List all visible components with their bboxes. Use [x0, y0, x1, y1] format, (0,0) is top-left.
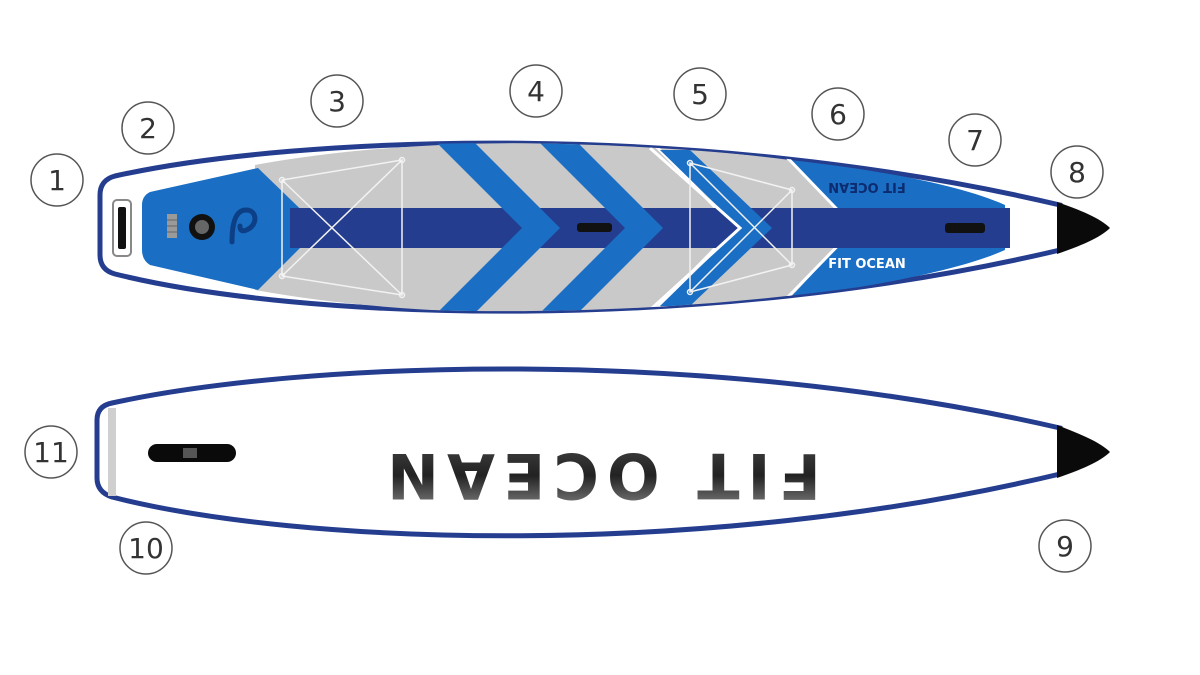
callout-11: 11 [24, 425, 78, 479]
bungee-cords-rear [278, 156, 406, 299]
callout-number: 3 [328, 85, 346, 118]
callout-number: 9 [1056, 530, 1074, 563]
nose-tip-bottom [1057, 425, 1110, 478]
callout-number: 5 [691, 78, 709, 111]
brand-text-upside-down: FIT OCEAN [828, 179, 906, 194]
callout-circle [24, 425, 78, 479]
chevron-3 [660, 150, 772, 306]
brand-logo-icon [229, 207, 258, 245]
callout-number: 10 [128, 532, 164, 565]
callout-2: 2 [121, 101, 175, 155]
chevron-1 [432, 143, 560, 312]
callout-5: 5 [673, 67, 727, 121]
callout-number: 7 [966, 124, 984, 157]
callout-circle [119, 521, 173, 575]
board-bottom-view: FIT OCEAN [94, 366, 1110, 539]
tail-handle [112, 199, 132, 257]
fin-box [148, 444, 236, 462]
callout-9: 9 [1038, 519, 1092, 573]
brand-text-top: FIT OCEAN [828, 257, 906, 272]
board-bottom-outline [94, 366, 1063, 539]
leash-plug [167, 214, 177, 238]
callout-3: 3 [310, 74, 364, 128]
callout-markers: 1 2 3 4 5 6 7 8 9 10 11 [24, 64, 1104, 575]
callout-number: 1 [48, 164, 66, 197]
board-top-view: FIT OCEAN FIT OCEAN [97, 140, 1110, 314]
tail-edge-strip [108, 408, 116, 496]
callout-7: 7 [948, 113, 1002, 167]
callout-circle [1038, 519, 1092, 573]
callout-circle [948, 113, 1002, 167]
bungee-cords-front [686, 159, 796, 296]
nose-carry-handle [945, 223, 985, 233]
callout-circle [811, 87, 865, 141]
callout-circle [121, 101, 175, 155]
callout-6: 6 [811, 87, 865, 141]
center-carry-handle [577, 223, 612, 232]
callout-number: 2 [139, 112, 157, 145]
callout-number: 6 [829, 98, 847, 131]
callout-4: 4 [509, 64, 563, 118]
callout-circle [509, 64, 563, 118]
brand-text-bottom: FIT OCEAN [379, 439, 821, 512]
chevron-2 [535, 143, 663, 312]
inflation-valve [189, 214, 215, 240]
callout-circle [30, 153, 84, 207]
callout-number: 11 [33, 436, 69, 469]
callout-10: 10 [119, 521, 173, 575]
callout-circle [673, 67, 727, 121]
callout-circle [310, 74, 364, 128]
callout-circle [1050, 145, 1104, 199]
callout-number: 8 [1068, 156, 1086, 189]
callout-number: 4 [527, 75, 545, 108]
nose-tip-top [1057, 202, 1110, 254]
callout-1: 1 [30, 153, 84, 207]
callout-8: 8 [1050, 145, 1104, 199]
